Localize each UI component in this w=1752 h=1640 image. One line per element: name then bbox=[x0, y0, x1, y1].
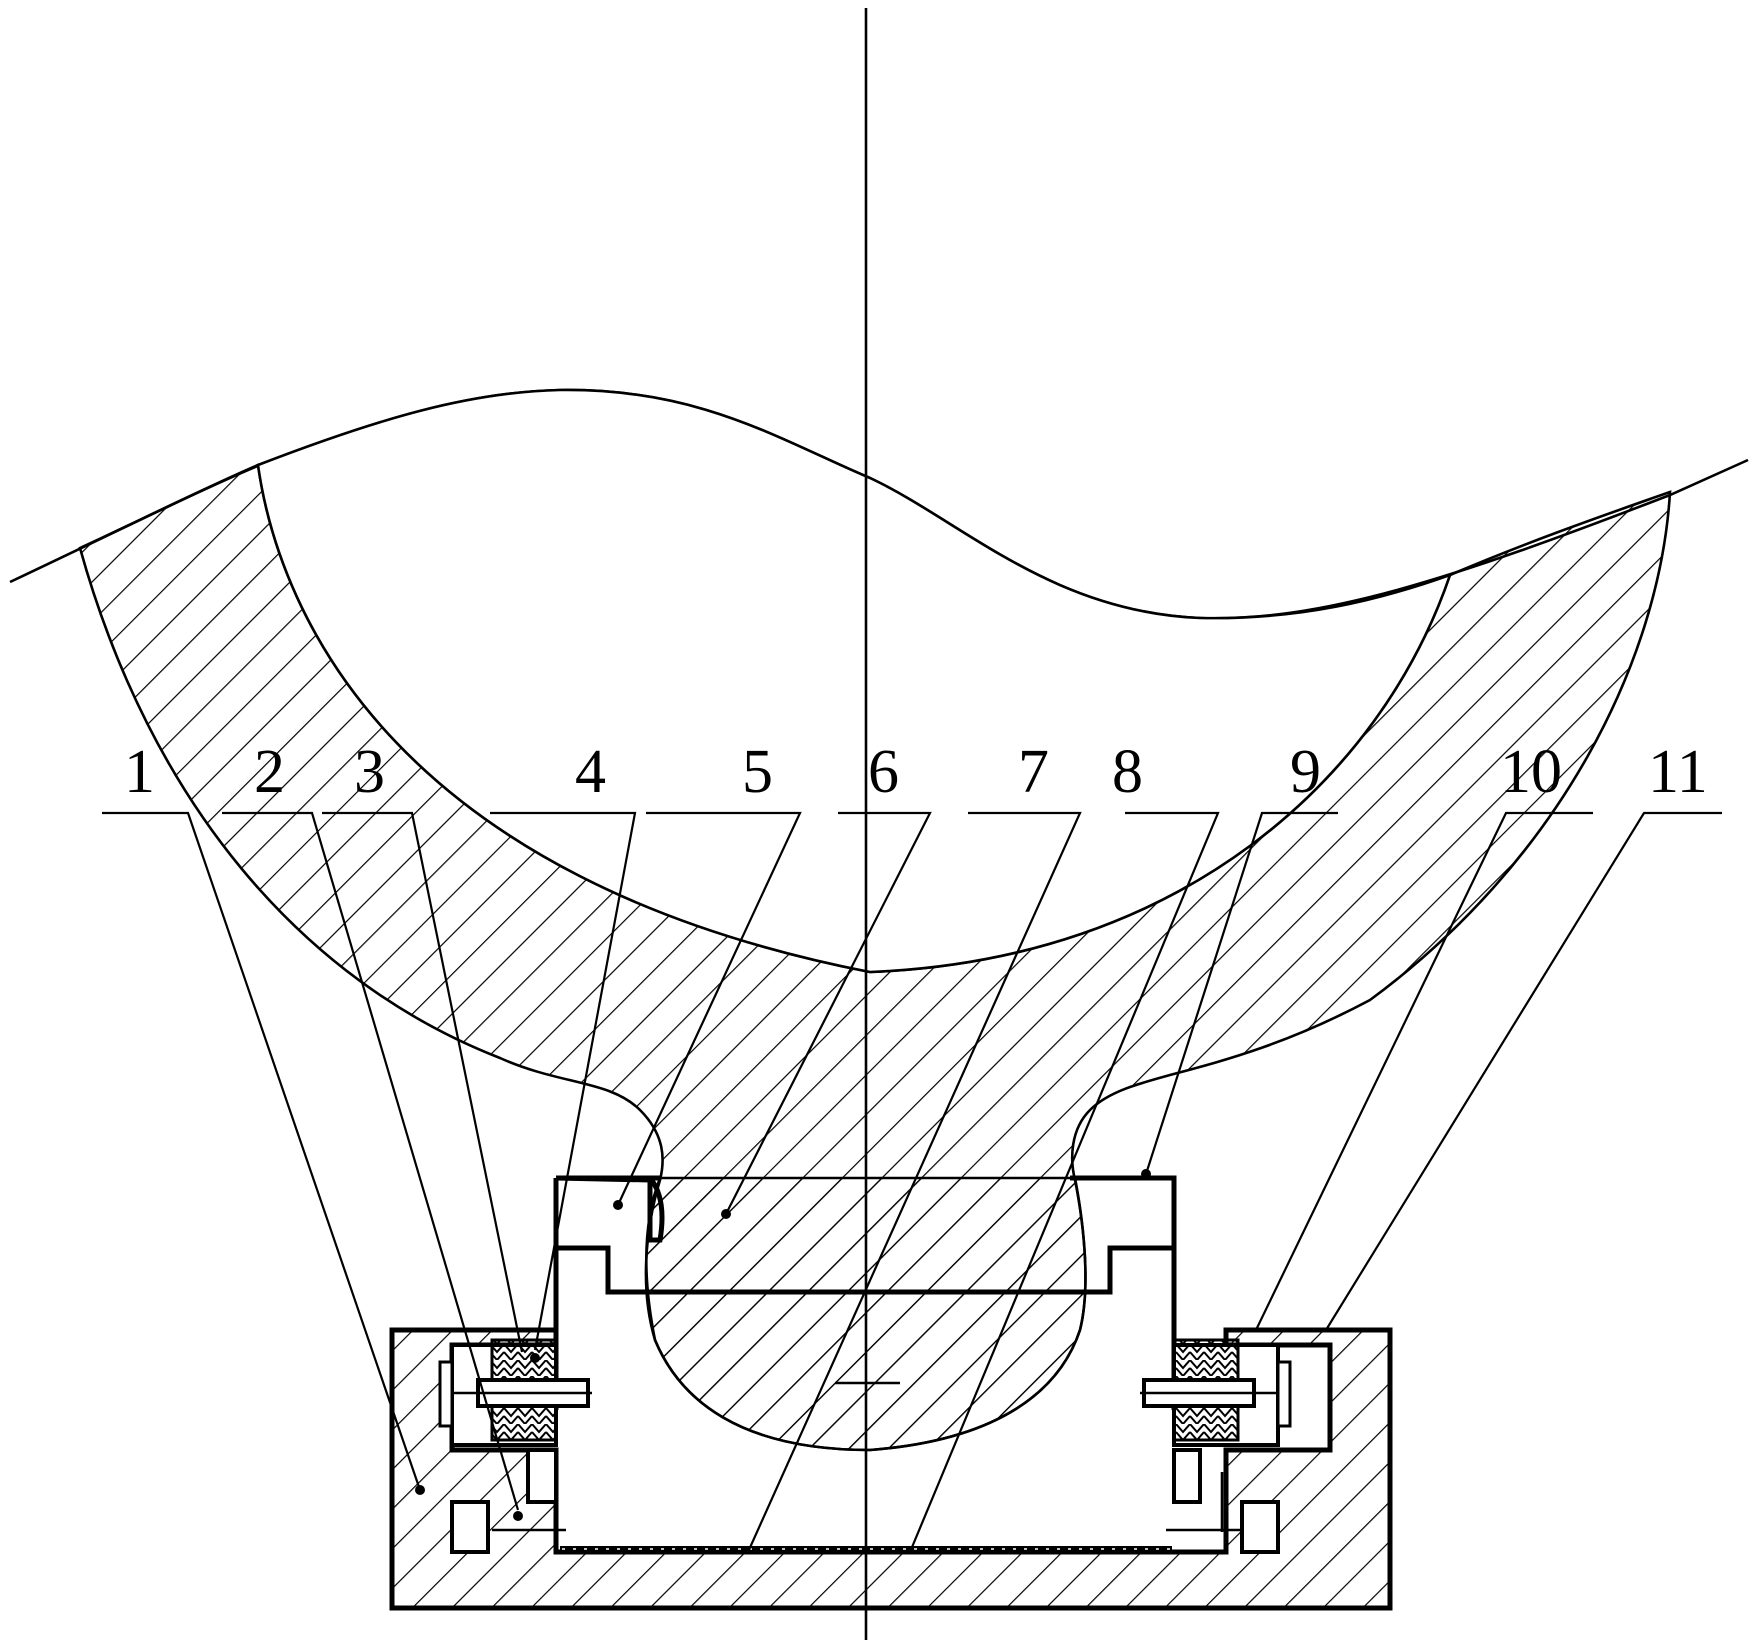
right-bolt-head bbox=[1276, 1360, 1292, 1428]
left-bolt-head bbox=[438, 1360, 454, 1428]
callout-9: 9 bbox=[1290, 738, 1321, 806]
callout-11: 11 bbox=[1648, 738, 1708, 806]
callout-3: 3 bbox=[354, 738, 385, 806]
leader-dots bbox=[415, 1169, 1151, 1521]
left-guide-block bbox=[526, 1448, 558, 1504]
right-guide-block bbox=[1172, 1448, 1202, 1504]
callout-2: 2 bbox=[254, 738, 285, 806]
left-lower-pocket bbox=[450, 1500, 490, 1554]
callout-6: 6 bbox=[868, 738, 899, 806]
callout-1: 1 bbox=[124, 738, 155, 806]
callout-7: 7 bbox=[1018, 738, 1049, 806]
callout-10: 10 bbox=[1500, 738, 1562, 806]
inner-void bbox=[256, 388, 1453, 974]
callout-4: 4 bbox=[575, 738, 606, 806]
right-lower-pocket bbox=[1240, 1500, 1280, 1554]
callout-5: 5 bbox=[742, 738, 773, 806]
upper-plate bbox=[555, 1175, 665, 1243]
callout-8: 8 bbox=[1112, 738, 1143, 806]
leader-lines bbox=[102, 811, 1722, 1553]
